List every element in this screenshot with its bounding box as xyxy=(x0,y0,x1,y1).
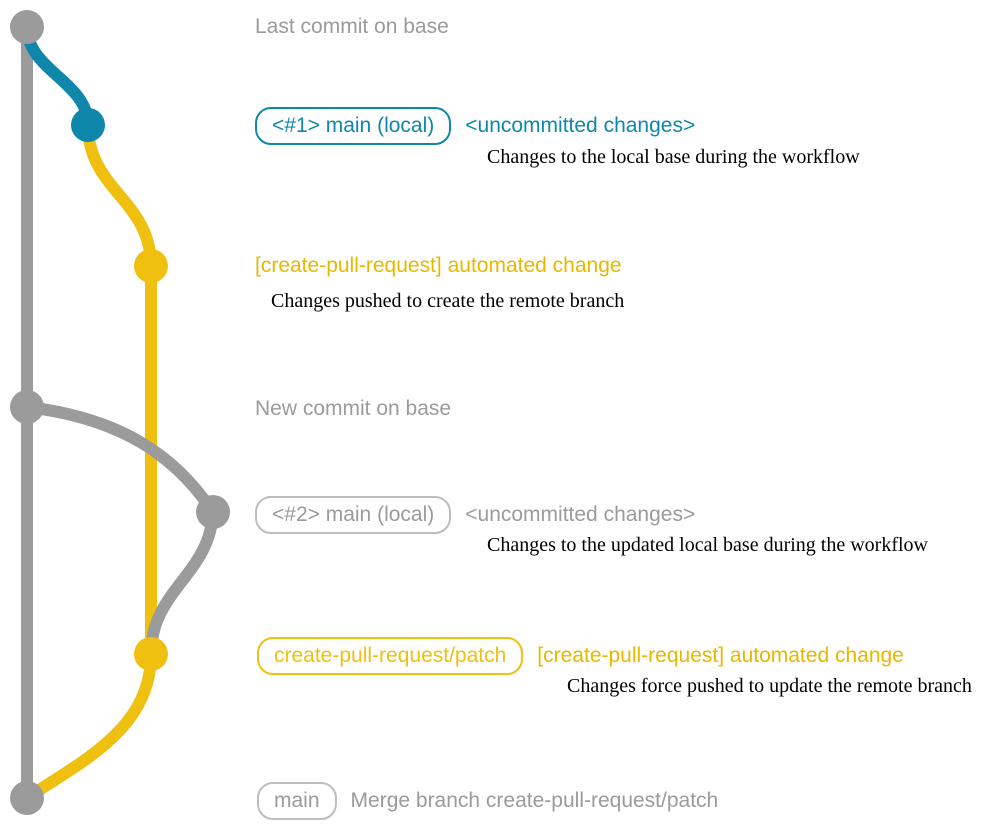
edge-local1-to-patch xyxy=(82,119,157,272)
commit-subject-base-merge: Merge branch create-pull-request/patch xyxy=(350,789,719,812)
branch-tag-main-local-2[interactable]: <#2> main (local) xyxy=(255,496,452,534)
commit-row-base-merge: main Merge branch create-pull-request/pa… xyxy=(257,782,718,820)
commit-node-patch-force[interactable] xyxy=(134,637,168,671)
commit-subject-patch-force: [create-pull-request] automated change xyxy=(537,644,904,667)
commit-node-base-last[interactable] xyxy=(10,10,44,44)
commit-row-patch-create: [create-pull-request] automated change xyxy=(255,255,622,276)
commit-subject-local-1: <uncommitted changes> xyxy=(465,114,696,137)
commit-node-local-2[interactable] xyxy=(196,495,230,529)
commit-subject-base-last: Last commit on base xyxy=(255,15,449,38)
commit-description-local-1: Changes to the local base during the wor… xyxy=(487,146,860,168)
commit-row-local-2: <#2> main (local) <uncommitted changes> xyxy=(255,496,695,534)
edge-local2-to-patchforce xyxy=(145,506,219,660)
commit-node-patch-create[interactable] xyxy=(134,249,168,283)
commit-row-local-1: <#1> main (local) <uncommitted changes> xyxy=(255,107,695,145)
branch-tag-main-local-1[interactable]: <#1> main (local) xyxy=(255,107,452,145)
commit-subject-base-new: New commit on base xyxy=(255,397,452,420)
branch-tag-main[interactable]: main xyxy=(257,782,337,820)
commit-row-base-last: Last commit on base xyxy=(255,16,449,37)
commit-description-patch-create: Changes pushed to create the remote bran… xyxy=(271,290,625,312)
commit-description-local-2: Changes to the updated local base during… xyxy=(487,534,928,556)
commit-node-local-1[interactable] xyxy=(71,108,105,142)
commit-node-base-merge[interactable] xyxy=(10,781,44,815)
commit-row-patch-force: create-pull-request/patch [create-pull-r… xyxy=(257,637,904,675)
commit-description-patch-force: Changes force pushed to update the remot… xyxy=(567,675,972,697)
branch-tag-create-pull-request-patch[interactable]: create-pull-request/patch xyxy=(257,637,524,675)
commit-subject-local-2: <uncommitted changes> xyxy=(465,503,696,526)
edge-newbase-to-local2 xyxy=(21,401,219,518)
commit-row-base-new: New commit on base xyxy=(255,398,451,419)
commit-subject-patch-create: [create-pull-request] automated change xyxy=(255,254,622,277)
edge-patchforce-to-merge xyxy=(21,648,157,804)
commit-node-base-new[interactable] xyxy=(10,390,44,424)
